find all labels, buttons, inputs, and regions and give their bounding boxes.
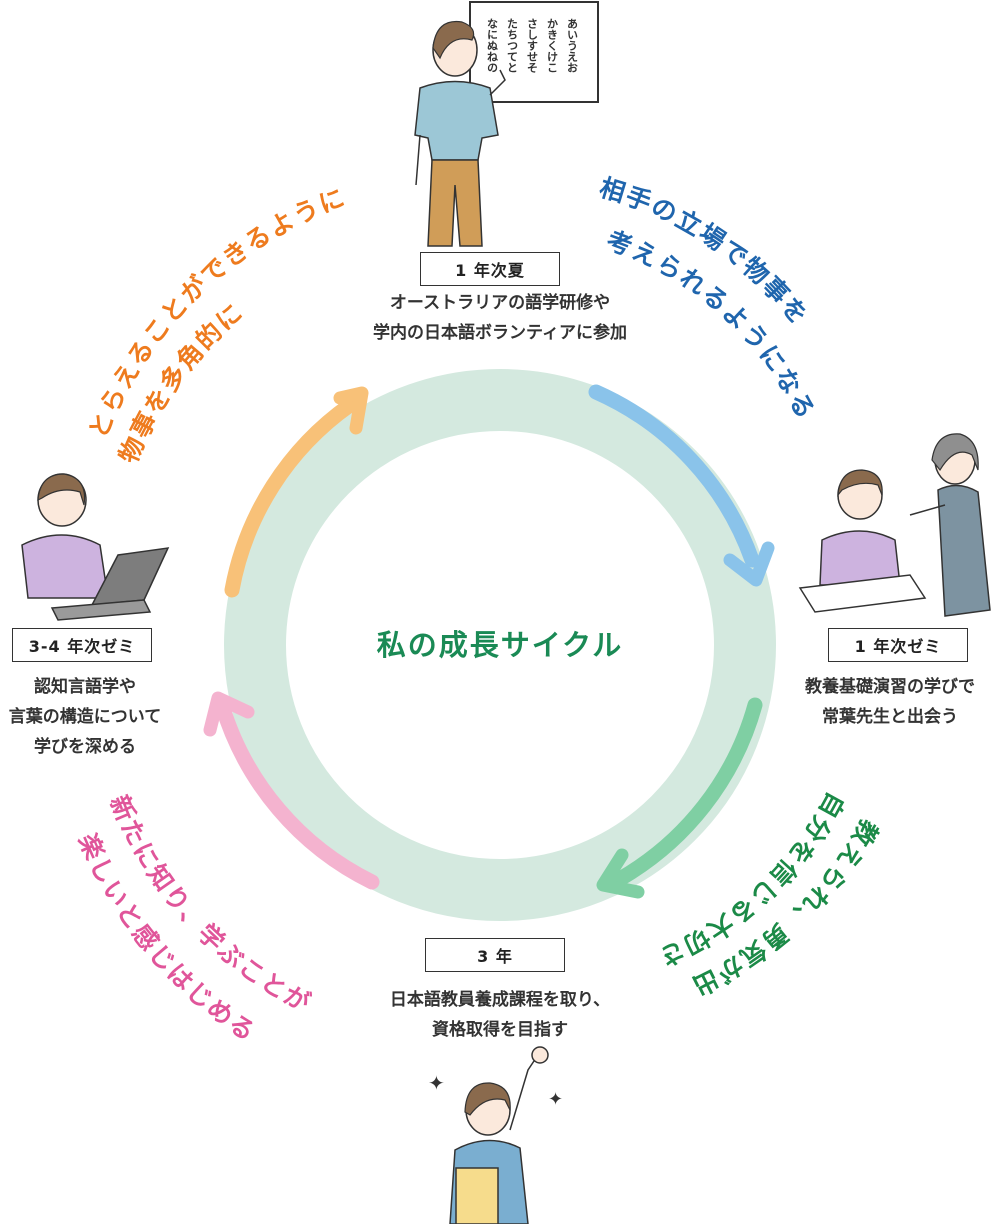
- sparkle-icon: ✦: [428, 1071, 445, 1095]
- blackboard-col-3: さしすせそ: [526, 18, 539, 74]
- sparkle-icon: ✦: [548, 1089, 563, 1110]
- stage-label-seminar34: 3-4 年次ゼミ: [12, 628, 152, 662]
- stage-label-year3: 3 年: [425, 938, 565, 972]
- stage-desc-line: オーストラリアの語学研修や: [389, 293, 611, 313]
- cycle-ring: [224, 369, 776, 921]
- stage-desc-seminar34: 認知言語学や 言葉の構造について 学びを深める: [0, 672, 170, 762]
- laptop-student-illustration: [21, 473, 170, 621]
- blackboard-col-5: なにぬねの: [486, 18, 499, 73]
- stage-desc-line: 学内の日本語ボランティアに参加: [373, 323, 627, 343]
- green-arrow: [596, 697, 763, 899]
- stage-desc-line: 日本語教員養成課程を取り、: [389, 990, 611, 1010]
- stage-desc-seminar1: 教養基礎演習の学びで 常葉先生と出会う: [780, 672, 1000, 732]
- stage-label-summer: 1 年次夏: [420, 252, 560, 286]
- stage-desc-year3: 日本語教員養成課程を取り、 資格取得を目指す: [320, 985, 680, 1045]
- stage-label-seminar1: 1 年次ゼミ: [828, 628, 968, 662]
- pink-arrow: [203, 691, 380, 890]
- blue-arrow: [588, 384, 775, 587]
- stage-desc-line: 言葉の構造について: [8, 707, 162, 727]
- orange-arrow: [224, 386, 369, 598]
- stage-desc-line: 学びを深める: [34, 737, 136, 757]
- stage-desc-line: 資格取得を目指す: [432, 1020, 568, 1040]
- stage-desc-line: 教養基礎演習の学びで: [805, 677, 975, 697]
- student-blackboard-illustration: あいうえお かきくけこ さしすせそ たちつてと なにぬねの: [414, 1, 599, 247]
- blackboard-col-2: かきくけこ: [546, 18, 559, 73]
- seminar-illustration: [798, 433, 991, 617]
- stage-desc-line: 認知言語学や: [34, 677, 136, 697]
- blackboard-col-4: たちつてと: [506, 18, 519, 73]
- stage-desc-summer: オーストラリアの語学研修や 学内の日本語ボランティアに参加: [320, 288, 680, 348]
- blackboard-col-1: あいうえお: [566, 18, 579, 73]
- cycle-title: 私の成長サイクル: [376, 628, 624, 662]
- stage-desc-line: 常葉先生と出会う: [822, 707, 958, 727]
- cheering-student-illustration: ✦ ✦: [428, 1046, 563, 1224]
